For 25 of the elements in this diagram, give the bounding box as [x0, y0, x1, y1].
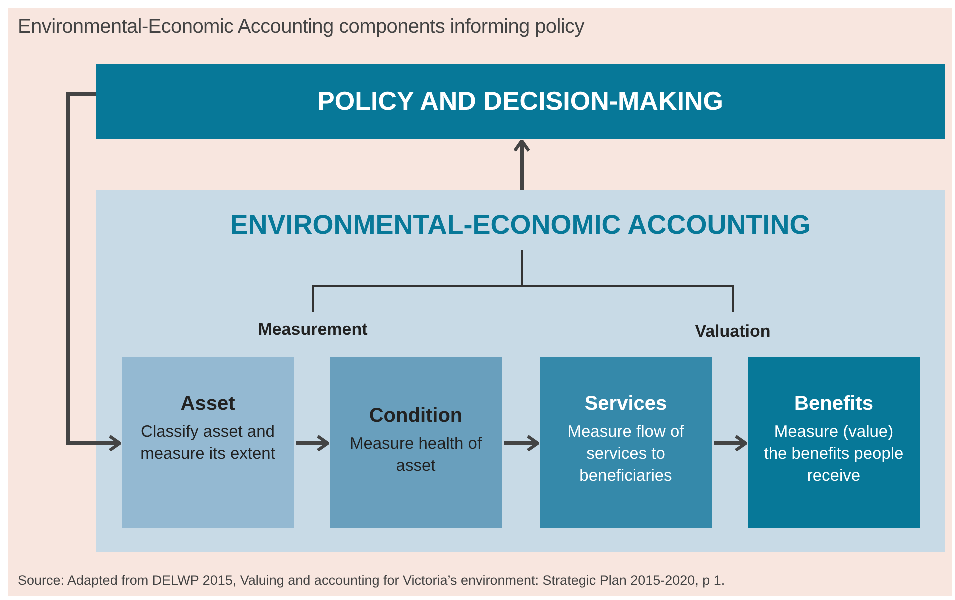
panel-heading: ENVIRONMENTAL-ECONOMIC ACCOUNTING	[230, 210, 811, 241]
step-heading: Benefits	[794, 392, 874, 417]
step-box	[748, 357, 920, 528]
arrow	[504, 434, 540, 452]
step-heading: Condition	[369, 404, 463, 429]
step-heading: Services	[584, 392, 668, 417]
branch-label: Valuation	[694, 322, 772, 342]
step-description: Measure flow of services to beneficiaries	[566, 422, 686, 487]
source-caption: Source: Adapted from DELWP 2015, Valuing and accounting for Victoria’s environment: Strategic Plan 2015-2020, p 1.	[18, 573, 726, 588]
diagram-title: Environmental-Economic Accounting components informing policy	[18, 16, 584, 39]
step-heading: Asset	[180, 392, 236, 417]
step-description: Measure health of asset	[348, 434, 484, 477]
step-description: Measure (value) the benefits people receive	[764, 422, 904, 487]
policy-banner	[96, 64, 945, 139]
step-box	[122, 357, 294, 528]
step-description: Classify asset and measure its extent	[140, 422, 276, 465]
banner-heading: POLICY AND DECISION-MAKING	[318, 86, 724, 117]
branch-label: Measurement	[257, 320, 369, 340]
arrow	[66, 92, 122, 452]
arrow	[714, 434, 748, 452]
arrow	[513, 139, 531, 190]
arrow	[296, 434, 330, 452]
step-box	[330, 357, 502, 528]
step-box	[540, 357, 712, 528]
accounting-panel	[96, 190, 945, 552]
